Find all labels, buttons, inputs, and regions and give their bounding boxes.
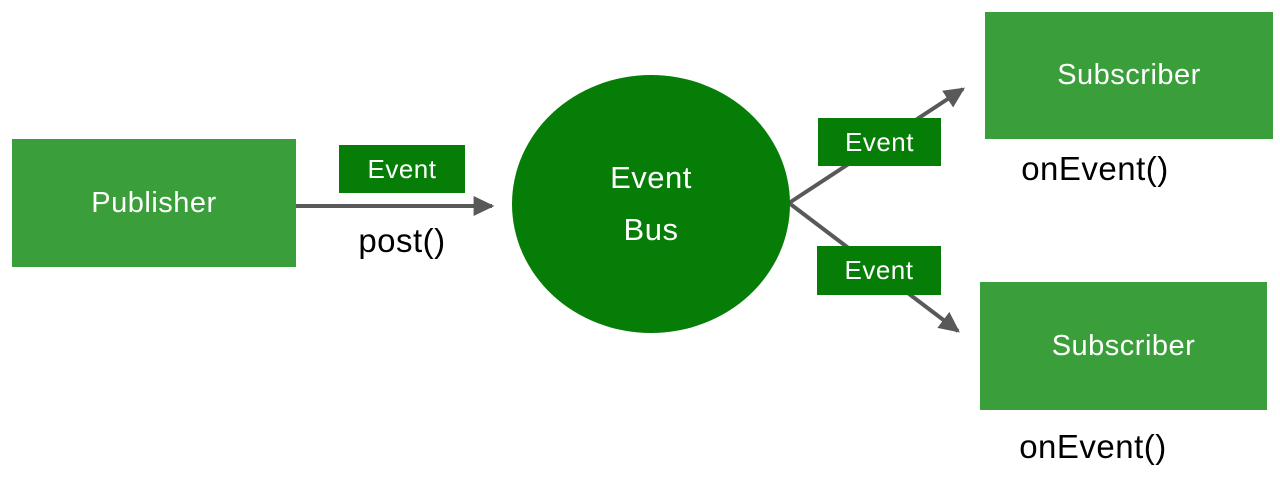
subscriber-node-top: Subscriber: [985, 12, 1273, 139]
event-bus-label-line1: Event: [610, 160, 692, 195]
event-badge-subscribe-top-label: Event: [845, 126, 914, 157]
post-method-label: post(): [358, 222, 446, 259]
publisher-node: Publisher: [12, 139, 296, 267]
event-badge-publish-label: Event: [367, 153, 437, 184]
publisher-label: Publisher: [91, 186, 217, 219]
subscriber-node-bottom: Subscriber: [980, 282, 1267, 410]
event-badge-subscribe-top: Event: [818, 118, 941, 166]
event-badge-publish: Event: [339, 145, 465, 193]
subscriber-top-label: Subscriber: [1057, 59, 1201, 91]
event-badge-subscribe-bottom-label: Event: [844, 255, 914, 285]
event-bus-node: Event Bus: [512, 75, 790, 333]
subscriber-bottom-label: Subscriber: [1051, 329, 1196, 362]
event-bus-label-line2: Bus: [623, 212, 679, 247]
event-badge-subscribe-bottom: Event: [817, 246, 941, 295]
onevent-method-label-top: onEvent(): [1021, 150, 1169, 187]
onevent-method-label-bottom: onEvent(): [1019, 428, 1167, 465]
